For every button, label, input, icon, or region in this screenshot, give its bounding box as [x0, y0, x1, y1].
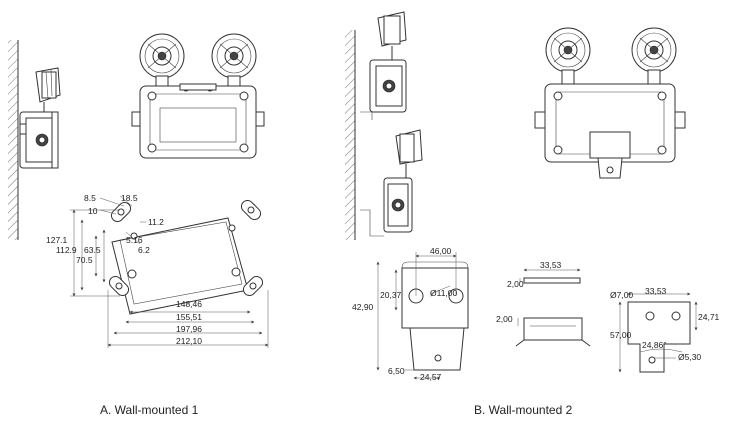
caption-a: A. Wall-mounted 1 [100, 403, 199, 417]
side-view-b-lower [360, 129, 423, 237]
section-b-wall-mounted-2: 46,00 20,37 Ø11,00 42,90 6,50 24,57 33,5… [345, 11, 720, 417]
dim-24-71: 24,71 [698, 312, 720, 322]
dim-6-2: 6.2 [138, 245, 150, 255]
dim-70-5: 70.5 [76, 255, 93, 265]
dim-148-46: 148,46 [176, 299, 202, 309]
dim-phi-11-00: Ø11,00 [430, 288, 458, 298]
mounting-plate-a [70, 195, 269, 348]
plate-slot-tr [240, 199, 262, 221]
dim-46-00: 46,00 [430, 246, 452, 256]
dimension-labels-a: 8.5 18.5 10 11.2 127.1 112.9 63.5 70.5 5… [46, 193, 202, 346]
dim-127-1: 127.1 [46, 235, 68, 245]
caption-b: B. Wall-mounted 2 [474, 403, 573, 417]
lamp-head-left-b [545, 27, 591, 85]
side-view-b-upper [360, 11, 407, 120]
dim-10: 10 [88, 206, 98, 216]
bracket-detail-b [618, 292, 698, 373]
dimension-labels-b: 46,00 20,37 Ø11,00 42,90 6,50 24,57 33,5… [352, 246, 720, 382]
wall-a [8, 40, 19, 240]
dim-phi-5-30: Ø5,30 [678, 352, 701, 362]
dim-63-5: 63.5 [84, 245, 101, 255]
dim-18-5: 18.5 [121, 193, 138, 203]
plate-slot-br [242, 275, 264, 297]
dim-33-53-a: 33,53 [540, 260, 562, 270]
front-view-a [131, 33, 265, 159]
front-view-b [534, 27, 686, 179]
dim-2-00-a: 2,00 [507, 279, 524, 289]
dim-11-2: 11.2 [148, 217, 164, 227]
dim-24-57: 24,57 [420, 372, 442, 382]
section-a-wall-mounted-1: 8.5 18.5 10 11.2 127.1 112.9 63.5 70.5 5… [8, 33, 269, 417]
dim-33-53-b: 33,53 [645, 286, 667, 296]
lamp-head-left [139, 33, 185, 89]
dim-57-00: 57,00 [610, 330, 632, 340]
dim-5-16: 5.16 [126, 235, 143, 245]
dim-2-00-b: 2,00 [496, 314, 513, 324]
dim-212-10: 212,10 [176, 336, 202, 346]
plate-slot-bl [108, 275, 130, 297]
wall-b [345, 30, 356, 240]
dim-8-5: 8.5 [84, 193, 96, 203]
lamp-head-right [211, 33, 257, 89]
bracket-front-b [376, 252, 469, 380]
dim-20-37: 20,37 [380, 290, 402, 300]
lamp-head-right-b [631, 27, 677, 85]
dim-112-9: 112.9 [56, 245, 77, 255]
plate-slot-tl [110, 201, 132, 223]
dim-42-90: 42,90 [352, 302, 374, 312]
dim-24-86-deg: 24,86° [642, 340, 667, 350]
dim-155-51: 155,51 [176, 312, 202, 322]
dim-6-50: 6,50 [388, 366, 405, 376]
bracket-side-b [515, 268, 591, 347]
dim-phi-7-00: Ø7,00 [610, 290, 633, 300]
dim-197-96: 197,96 [176, 324, 202, 334]
side-view-a [19, 67, 61, 169]
